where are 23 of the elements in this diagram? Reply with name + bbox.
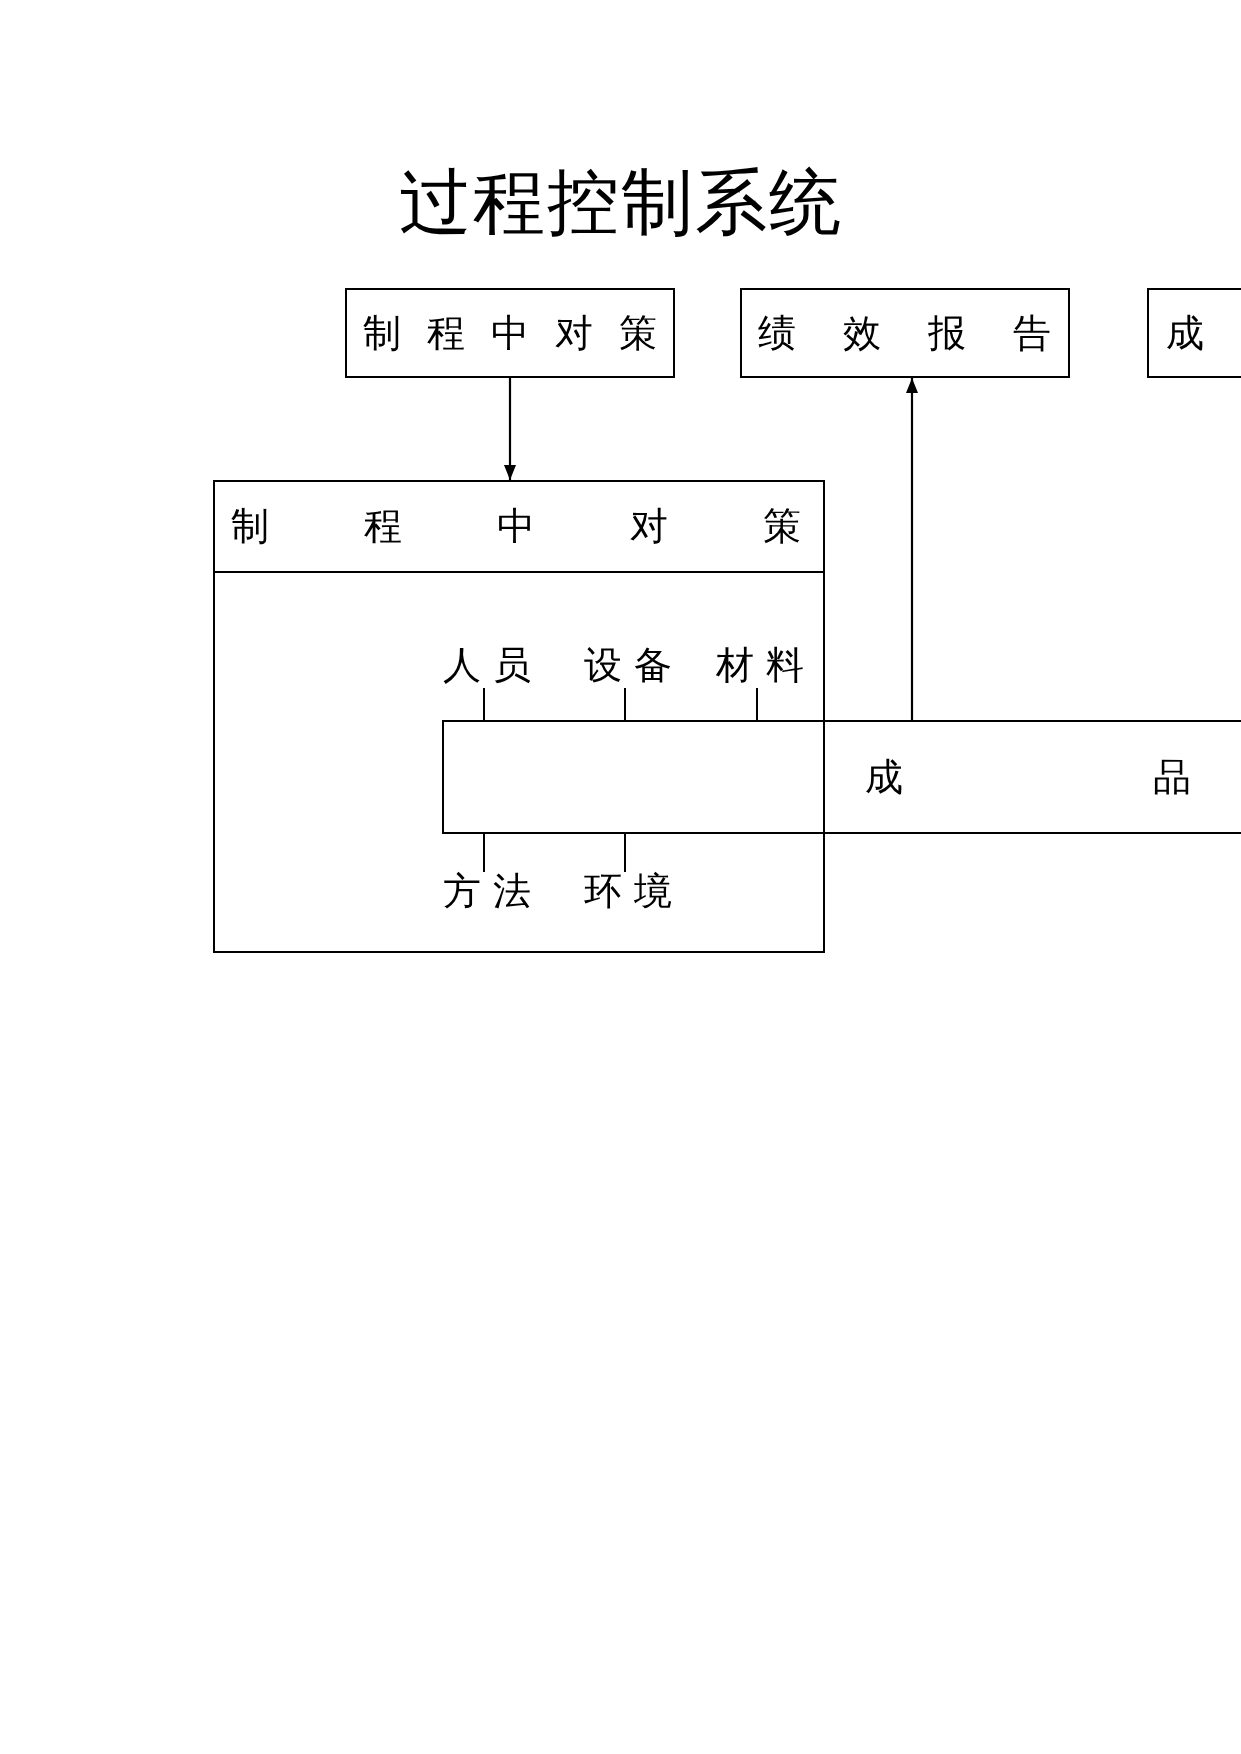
process-box bbox=[442, 720, 1241, 834]
process-box bbox=[1147, 288, 1241, 378]
factor-label: 设备 bbox=[584, 646, 672, 688]
box-label: 绩效报告 bbox=[758, 314, 1051, 352]
connector-line bbox=[756, 687, 758, 721]
box-label: 制程中对策 bbox=[363, 314, 657, 352]
connector-line bbox=[483, 833, 485, 873]
factor-label: 人员 bbox=[443, 646, 531, 688]
connector-line bbox=[624, 687, 626, 721]
box-label: 成品 bbox=[865, 758, 1191, 796]
box-label: 成 bbox=[1166, 314, 1204, 352]
connector-line bbox=[483, 687, 485, 721]
factor-label: 方法 bbox=[443, 872, 531, 914]
process-box bbox=[740, 288, 1070, 378]
factor-label: 环境 bbox=[584, 872, 672, 914]
arrow bbox=[905, 378, 919, 720]
arrow bbox=[503, 378, 517, 480]
factor-label: 材料 bbox=[716, 646, 804, 688]
title: 过程控制系统 bbox=[397, 166, 844, 238]
panel-heading: 制程中对策 bbox=[231, 506, 801, 545]
process-box bbox=[345, 288, 675, 378]
panel-box bbox=[213, 480, 825, 953]
connector-line bbox=[624, 833, 626, 873]
